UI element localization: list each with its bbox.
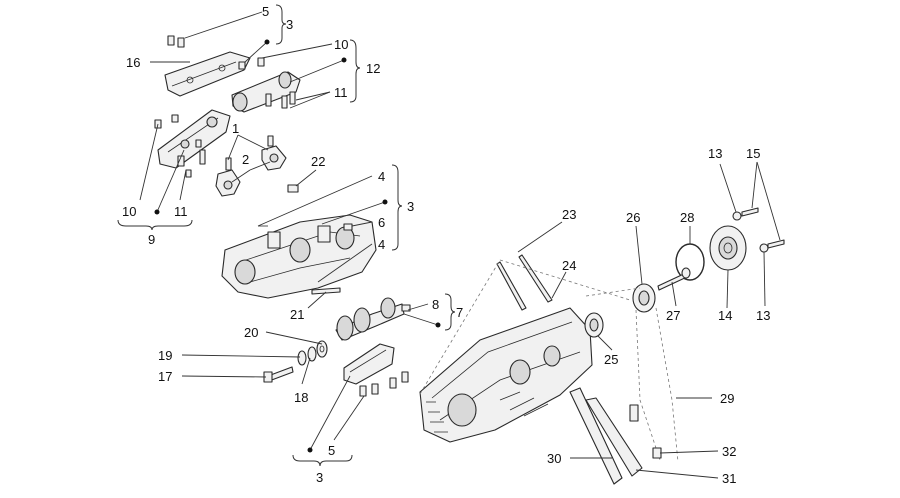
callout-13-top: 13 xyxy=(708,146,722,161)
callout-5-top: 5 xyxy=(262,4,269,19)
screws-top xyxy=(167,35,246,70)
bolt-17 xyxy=(263,366,294,383)
callout-24: 24 xyxy=(562,258,576,273)
pin-29 xyxy=(629,404,639,422)
callout-numbers: 5 3 16 10 12 11 1 2 22 10 11 9 4 3 6 4 2… xyxy=(122,4,770,486)
cylinder-head xyxy=(419,307,593,443)
callout-14: 14 xyxy=(718,308,732,323)
callout-13-bottom: 13 xyxy=(756,308,770,323)
callout-1: 1 xyxy=(232,121,239,136)
camshaft xyxy=(335,297,411,341)
rocker-shaft-assembly xyxy=(231,57,301,113)
chain-guide-31 xyxy=(585,397,643,477)
screws-15 xyxy=(741,207,785,249)
callout-27: 27 xyxy=(666,308,680,323)
callout-6: 6 xyxy=(378,215,385,230)
callout-11-left: 11 xyxy=(174,204,188,219)
callout-12: 12 xyxy=(366,61,380,76)
pin-22 xyxy=(287,184,299,193)
idler-sprocket xyxy=(584,312,604,338)
washers-13 xyxy=(732,211,769,253)
callout-8: 8 xyxy=(432,297,439,312)
callout-29: 29 xyxy=(720,391,734,406)
callout-3-top: 3 xyxy=(286,17,293,32)
callout-17: 17 xyxy=(158,369,172,384)
rocker-arms xyxy=(215,135,287,197)
callout-28: 28 xyxy=(680,210,694,225)
callout-16: 16 xyxy=(126,55,140,70)
callout-3-bottom: 3 xyxy=(316,470,323,485)
camshaft-carrier xyxy=(221,214,377,299)
callout-32: 32 xyxy=(722,444,736,459)
timing-chain xyxy=(635,307,679,463)
callout-2: 2 xyxy=(242,152,249,167)
washers xyxy=(297,340,328,366)
callout-10-left: 10 xyxy=(122,204,136,219)
studs xyxy=(496,254,553,311)
bolt-27 xyxy=(657,267,691,291)
camshaft-sprocket xyxy=(632,283,656,313)
callout-30: 30 xyxy=(547,451,561,466)
callout-15: 15 xyxy=(746,146,760,161)
callout-9: 9 xyxy=(148,232,155,247)
callout-22: 22 xyxy=(311,154,325,169)
camshaft-cap xyxy=(343,343,409,397)
callout-11-right: 11 xyxy=(334,85,348,100)
callout-5-bottom: 5 xyxy=(328,443,335,458)
callout-4-lower: 4 xyxy=(378,237,385,252)
tensioner-cover xyxy=(709,225,747,271)
callout-19: 19 xyxy=(158,348,172,363)
callout-18: 18 xyxy=(294,390,308,405)
callout-21: 21 xyxy=(290,307,304,322)
chain-slider-30 xyxy=(569,387,623,485)
callout-7: 7 xyxy=(456,305,463,320)
leader-lines xyxy=(117,4,781,479)
screw-21 xyxy=(311,287,341,295)
callout-31: 31 xyxy=(722,471,736,486)
callout-4-upper: 4 xyxy=(378,169,385,184)
callout-23: 23 xyxy=(562,207,576,222)
bolt-32 xyxy=(652,447,662,459)
callout-10-top: 10 xyxy=(334,37,348,52)
rocker-arm-support-lower xyxy=(154,109,231,178)
callout-25: 25 xyxy=(604,352,618,367)
callout-3-mid: 3 xyxy=(407,199,414,214)
callout-26: 26 xyxy=(626,210,640,225)
rocker-arm-support-upper xyxy=(164,51,251,97)
callout-20: 20 xyxy=(244,325,258,340)
